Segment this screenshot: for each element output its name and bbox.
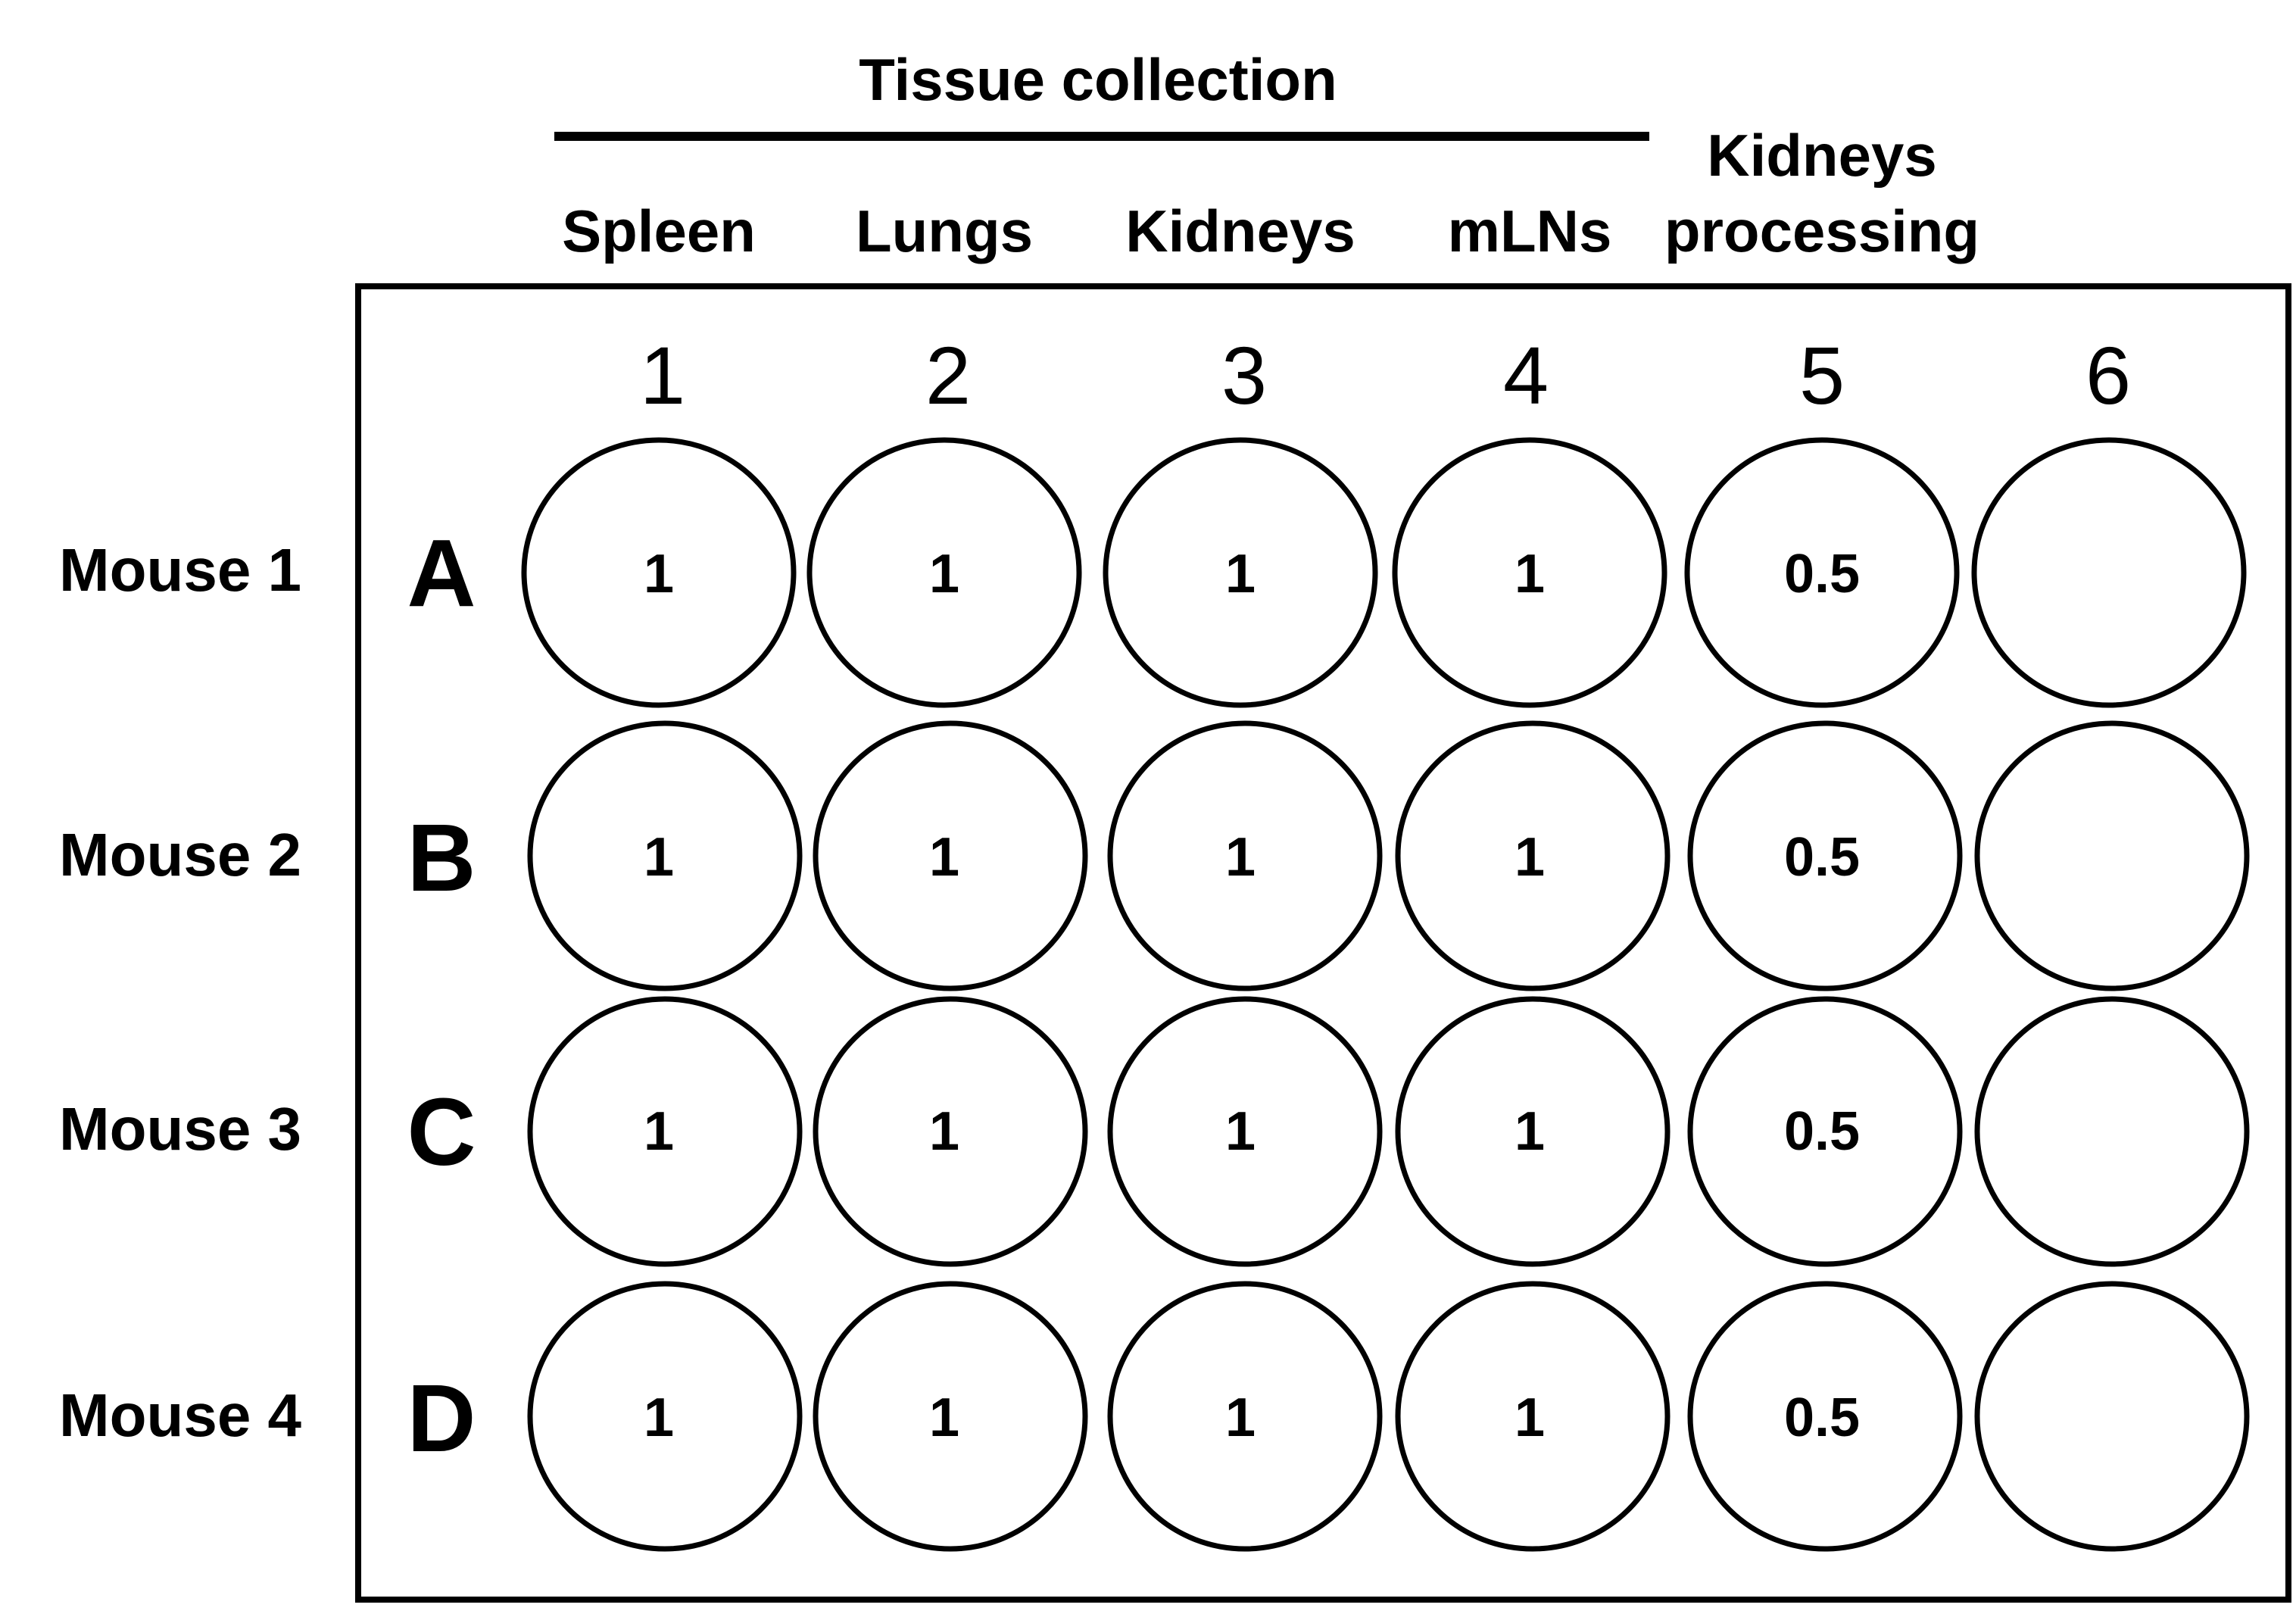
- column-number: 4: [1503, 329, 1549, 421]
- well: [1974, 996, 2250, 1267]
- row-letter: B: [407, 804, 476, 911]
- row-letter: C: [407, 1079, 476, 1185]
- well-value: 0.5: [1784, 544, 1860, 604]
- well-value: 1: [929, 1388, 959, 1448]
- column-number: 3: [1221, 329, 1267, 421]
- mouse-label: Mouse 2: [59, 821, 301, 888]
- column-header-mlns: mLNs: [1448, 198, 1612, 264]
- well: [1687, 1281, 1963, 1552]
- well: [1687, 996, 1963, 1267]
- column-numbers: 1 2 3 4 5 6: [640, 329, 2131, 421]
- well-value: 1: [929, 1101, 959, 1162]
- well: [813, 720, 1088, 991]
- column-header-kidneys: Kidneys: [1125, 198, 1355, 264]
- well-value: 1: [1515, 1388, 1545, 1448]
- well: [1687, 720, 1963, 991]
- tissue-collection-label: Tissue collection: [859, 46, 1337, 113]
- column-number: 5: [1799, 329, 1845, 421]
- column-number: 6: [2085, 329, 2131, 421]
- well: [527, 1281, 803, 1552]
- well: [806, 437, 1082, 708]
- plate-outline: [355, 283, 2291, 1603]
- plate-row-a: Mouse 1 A 1 1 1 1 0.5: [59, 437, 2247, 708]
- plate-row-d: Mouse 4 D 1 1 1 1 0.5: [59, 1281, 2250, 1552]
- well-value: 1: [1225, 827, 1256, 888]
- well-value: 1: [929, 827, 959, 888]
- well: [1392, 437, 1667, 708]
- column-header-processing-line2: processing: [1664, 198, 1979, 264]
- well-value: 1: [1225, 544, 1256, 604]
- well: [521, 437, 797, 708]
- well-value: 1: [1225, 1101, 1256, 1162]
- well: [1103, 437, 1378, 708]
- well-value: 0.5: [1784, 1388, 1860, 1448]
- well: [1971, 437, 2247, 708]
- mouse-label: Mouse 3: [59, 1095, 301, 1163]
- well-value: 1: [1515, 827, 1545, 888]
- well-value: 1: [1515, 544, 1545, 604]
- column-number: 1: [640, 329, 685, 421]
- well-value: 1: [644, 544, 674, 604]
- row-letter: A: [407, 520, 476, 626]
- column-header-lungs: Lungs: [856, 198, 1033, 264]
- well: [1974, 1281, 2250, 1552]
- plate-row-b: Mouse 2 B 1 1 1 1 0.5: [59, 720, 2250, 991]
- well: [1684, 437, 1960, 708]
- well: [813, 996, 1088, 1267]
- well: [1107, 1281, 1383, 1552]
- row-letter: D: [407, 1365, 476, 1472]
- well: [813, 1281, 1088, 1552]
- well-value: 0.5: [1784, 827, 1860, 888]
- well: [1107, 996, 1383, 1267]
- mouse-label: Mouse 4: [59, 1381, 302, 1449]
- well-value: 1: [644, 1101, 674, 1162]
- well: [527, 720, 803, 991]
- well: [1974, 720, 2250, 991]
- well: [527, 996, 803, 1267]
- column-header-processing-line1: Kidneys: [1707, 122, 1936, 189]
- well: [1107, 720, 1383, 991]
- well: [1395, 1281, 1671, 1552]
- well-value: 0.5: [1784, 1101, 1860, 1162]
- well: [1395, 996, 1671, 1267]
- well-value: 1: [644, 1388, 674, 1448]
- well-value: 1: [644, 827, 674, 888]
- column-number: 2: [925, 329, 971, 421]
- column-header-spleen: Spleen: [562, 198, 756, 264]
- mouse-label: Mouse 1: [59, 536, 301, 604]
- well: [1395, 720, 1671, 991]
- well-value: 1: [929, 544, 959, 604]
- well-value: 1: [1515, 1101, 1545, 1162]
- well-value: 1: [1225, 1388, 1256, 1448]
- plate-row-c: Mouse 3 C 1 1 1 1 0.5: [59, 996, 2250, 1267]
